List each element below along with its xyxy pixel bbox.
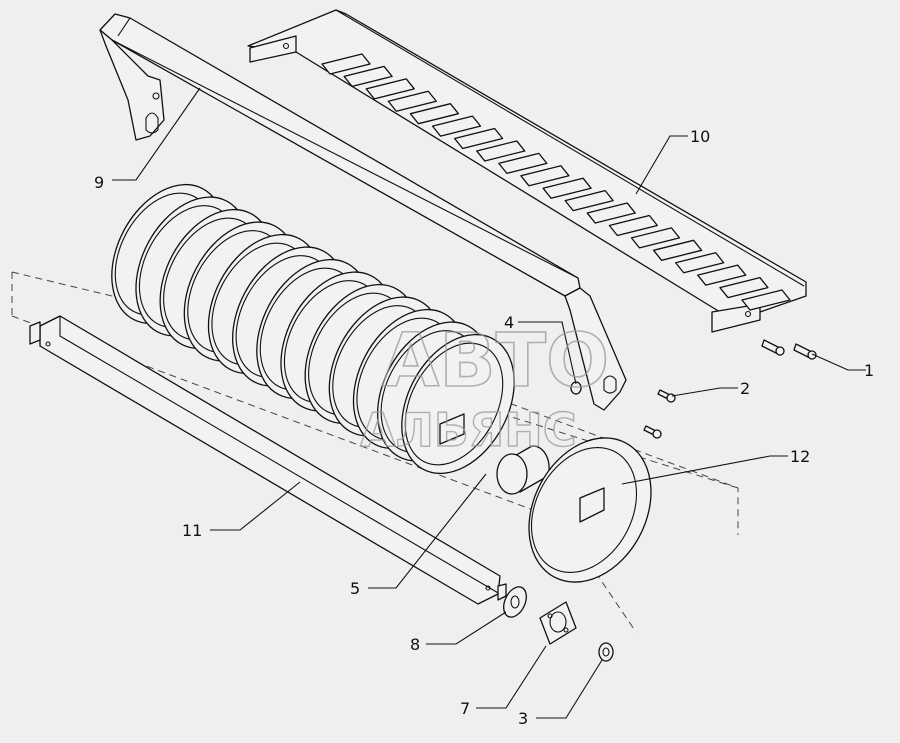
tine-plates [321,53,791,311]
callout-9: 9 [94,173,104,192]
callout-2: 2 [740,379,750,398]
part-11-square-shaft [29,315,507,605]
watermark-line1: АВТО [382,318,609,404]
callout-4: 4 [504,313,514,332]
disc [401,333,515,475]
disc-hub-square [439,413,465,445]
disc-stack [111,183,515,475]
leader-lines [112,87,866,719]
watermark-line2: АЛЬЯНС [360,403,577,457]
callout-3: 3 [518,709,528,728]
assembly-boundary-dashed [11,271,739,633]
disc-rim [404,342,504,466]
callout-5: 5 [350,579,360,598]
callout-7: 7 [460,699,470,718]
watermark: АВТО АЛЬЯНС [359,317,610,458]
part-5-spacer-tube [496,445,550,495]
callout-12: 12 [790,447,810,466]
callout-1: 1 [864,361,874,380]
part-3-nut [598,642,614,662]
part-7-bearing-flange [539,601,577,645]
callout-10: 10 [690,127,710,146]
part-12-end-disc [528,437,652,583]
part-1-bolts [761,339,817,360]
part-10-tine-bar [247,9,807,333]
part-2-bolts [643,389,676,439]
callout-labels: 1 2 3 4 5 7 8 9 10 11 12 [94,127,874,728]
part-8-washer [503,586,527,618]
callout-8: 8 [410,635,420,654]
callout-11: 11 [182,521,202,540]
